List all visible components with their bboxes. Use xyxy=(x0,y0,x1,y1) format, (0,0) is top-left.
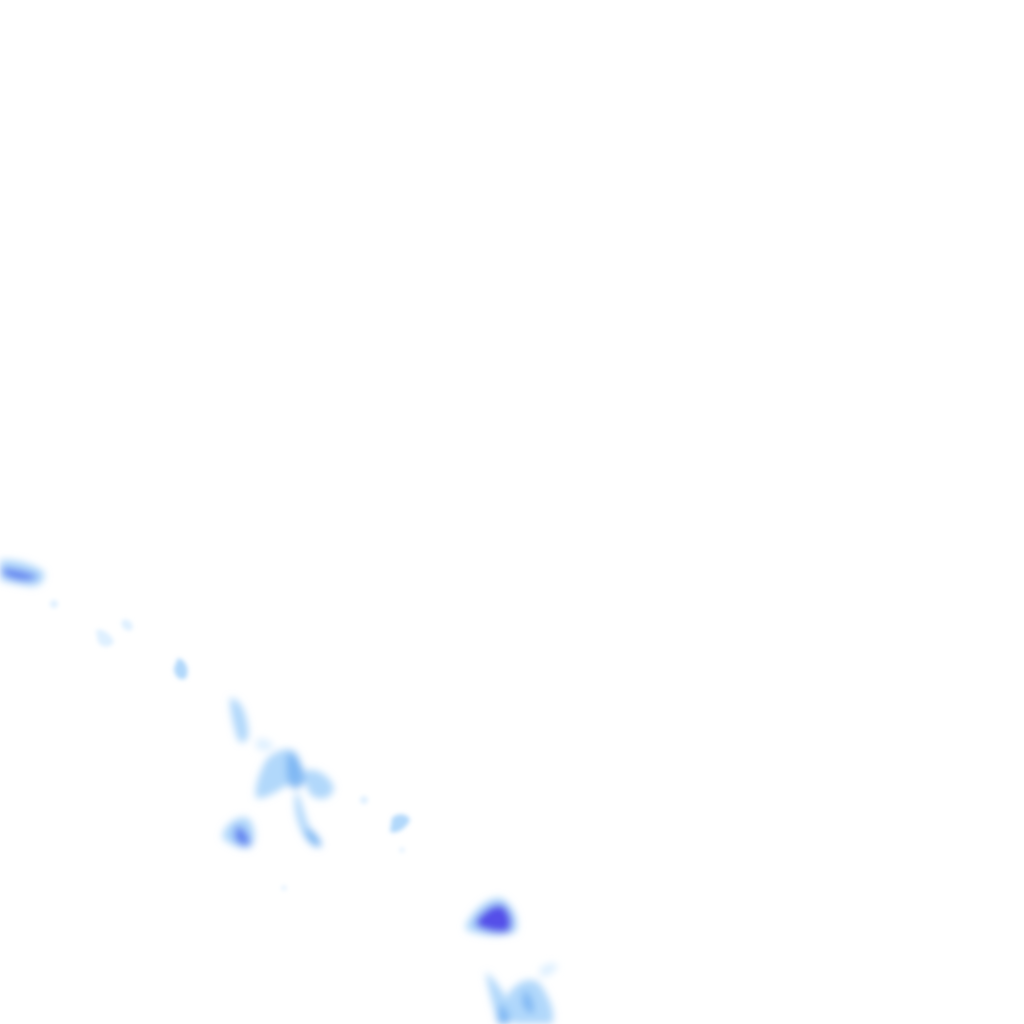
precip-cell-small-2 xyxy=(174,658,188,680)
precip-speck xyxy=(50,600,58,608)
precip-cell-west-edge xyxy=(0,559,45,587)
precip-cell-south-intense xyxy=(466,897,518,936)
precip-cell-cluster-central xyxy=(230,698,334,848)
precip-band-south xyxy=(486,963,558,1024)
precip-cell-small-1 xyxy=(96,619,133,647)
precip-cell-east-small xyxy=(281,796,410,891)
precip-cell-southwest xyxy=(222,817,255,849)
